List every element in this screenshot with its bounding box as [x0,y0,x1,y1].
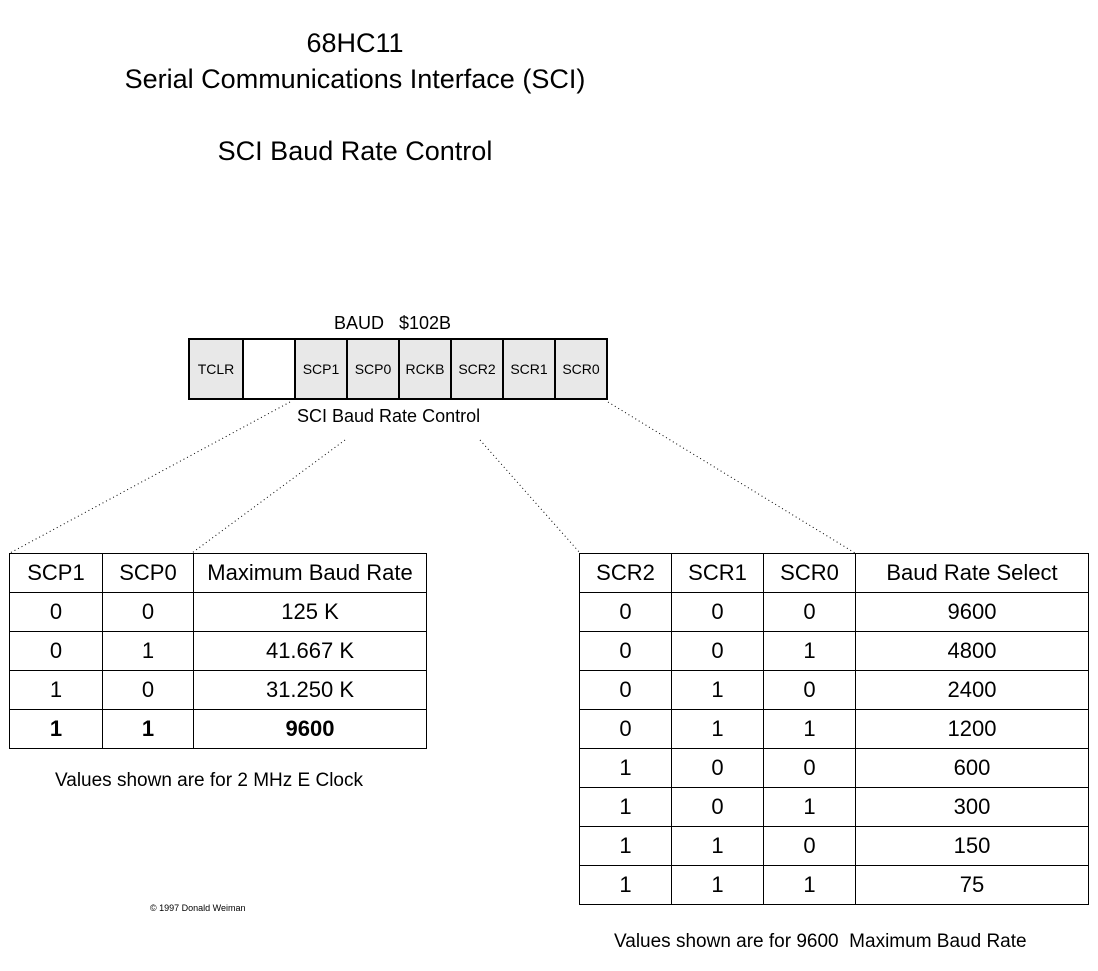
table-row: 1 0 31.250 K [9,670,427,710]
page-subtitle: SCI Baud Rate Control [217,136,493,166]
table-cell: 1 [579,787,672,827]
table-cell: 4800 [855,631,1089,671]
table-cell: 1200 [855,709,1089,749]
table-header-cell: Maximum Baud Rate [193,553,427,593]
table-cell: 1 [763,865,856,905]
register-bit-scr1: SCR1 [502,340,554,398]
table-header-cell: SCP0 [102,553,194,593]
table-cell: 0 [579,592,672,632]
table-cell: 1 [671,670,764,710]
table-cell: 1 [763,631,856,671]
table-cell: 1 [671,709,764,749]
table-cell: 0 [763,670,856,710]
connector-scr-right [607,401,856,554]
connector-scp-right [191,439,346,554]
register-bit-unused [242,340,294,398]
table-cell: 1 [763,787,856,827]
table-cell: 1 [579,826,672,866]
table-cell: 0 [671,592,764,632]
table-cell: 0 [671,748,764,788]
baud-register: TCLR SCP1 SCP0 RCKB SCR2 SCR1 SCR0 [188,338,608,400]
register-bit-rckb: RCKB [398,340,450,398]
table-cell: 0 [579,709,672,749]
table-cell: 41.667 K [193,631,427,671]
register-bit-scr2: SCR2 [450,340,502,398]
table-cell: 75 [855,865,1089,905]
table-header-row: SCP1 SCP0 Maximum Baud Rate [9,553,427,593]
page-title-line2: Serial Communications Interface (SCI) [124,64,586,94]
table-cell: 1 [763,709,856,749]
table-cell: 1 [579,865,672,905]
table-cell: 9600 [193,709,427,749]
table-cell: 0 [9,592,103,632]
table-row: 0 0 0 9600 [579,592,1089,632]
table-cell: 1 [671,826,764,866]
table-cell: 0 [579,670,672,710]
table-row: 1 0 1 300 [579,787,1089,827]
table-cell: 31.250 K [193,670,427,710]
table-cell: 0 [102,670,194,710]
prescaler-note: Values shown are for 2 MHz E Clock [55,770,363,791]
register-bit-tclr: TCLR [190,340,242,398]
table-header-cell: SCR1 [671,553,764,593]
table-row: 0 1 0 2400 [579,670,1089,710]
table-header-row: SCR2 SCR1 SCR0 Baud Rate Select [579,553,1089,593]
table-cell: 0 [671,787,764,827]
select-table: SCR2 SCR1 SCR0 Baud Rate Select 0 0 0 96… [579,553,1089,905]
table-cell: 300 [855,787,1089,827]
register-bit-scr0: SCR0 [554,340,606,398]
table-row: 1 1 0 150 [579,826,1089,866]
table-row: 1 1 1 75 [579,865,1089,905]
table-header-cell: SCR0 [763,553,856,593]
table-header-cell: Baud Rate Select [855,553,1089,593]
select-note: Values shown are for 9600 Maximum Baud R… [614,931,1027,952]
table-cell: 0 [671,631,764,671]
table-row: 1 0 0 600 [579,748,1089,788]
table-cell: 125 K [193,592,427,632]
connector-scr-left [479,439,581,554]
register-label: BAUD $102B [334,313,452,333]
register-bit-scp1: SCP1 [294,340,346,398]
table-cell: 0 [763,748,856,788]
table-row: 0 0 1 4800 [579,631,1089,671]
table-row: 0 1 1 1200 [579,709,1089,749]
table-cell: 1 [9,670,103,710]
table-header-cell: SCP1 [9,553,103,593]
prescaler-table: SCP1 SCP0 Maximum Baud Rate 0 0 125 K 0 … [9,553,427,749]
table-cell: 0 [763,826,856,866]
table-cell: 9600 [855,592,1089,632]
table-cell: 2400 [855,670,1089,710]
connector-scp-left [9,401,291,554]
register-caption: SCI Baud Rate Control [297,406,481,426]
table-row-highlighted: 1 1 9600 [9,709,427,749]
table-cell: 600 [855,748,1089,788]
table-cell: 1 [671,865,764,905]
table-cell: 1 [9,709,103,749]
register-bit-scp0: SCP0 [346,340,398,398]
table-row: 0 0 125 K [9,592,427,632]
table-row: 0 1 41.667 K [9,631,427,671]
table-cell: 1 [102,631,194,671]
table-cell: 0 [102,592,194,632]
table-cell: 0 [763,592,856,632]
table-header-cell: SCR2 [579,553,672,593]
table-cell: 150 [855,826,1089,866]
copyright: © 1997 Donald Weiman [150,903,246,913]
table-cell: 1 [102,709,194,749]
table-cell: 0 [579,631,672,671]
page-title: 68HC11 [306,28,404,58]
table-cell: 1 [579,748,672,788]
table-cell: 0 [9,631,103,671]
